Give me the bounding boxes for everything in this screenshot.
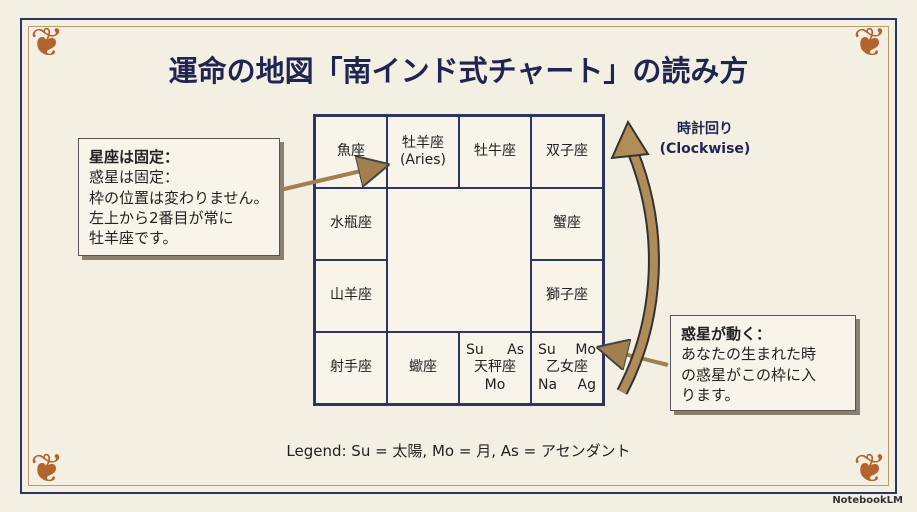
callout-line: 牡羊座です。: [89, 229, 178, 247]
notebooklm-logo: NotebookLM: [832, 495, 903, 506]
callout-heading: 星座は固定：: [89, 148, 180, 166]
clockwise-jp: 時計回り: [677, 121, 733, 137]
planet-su: Su: [538, 341, 556, 358]
legend: Legend: Su = 太陽, Mo = 月, As = アセンダント: [286, 442, 631, 460]
cell-scorpio: 蠍座: [387, 332, 459, 404]
callout-line: 枠の位置は変わりません。: [89, 188, 269, 207]
callout-line: ります。: [681, 385, 740, 404]
cell-leo: 獅子座: [531, 260, 603, 332]
cell-libra: Su As 天秤座 Mo: [459, 332, 531, 404]
planet-na: Na: [538, 376, 558, 393]
callout-heading: 惑星が動く：: [681, 325, 772, 343]
callout-line: あなたの生まれた時: [681, 345, 817, 364]
corner-ornament-icon: ❦: [30, 446, 64, 492]
clockwise-label: 時計回り (Clockwise): [650, 120, 760, 159]
planet-mo: Mo: [575, 341, 596, 358]
aries-en-label: (Aries): [399, 152, 447, 168]
planets-move-callout: 惑星が動く： あなたの生まれた時 の惑星がこの枠に入 ります。: [670, 315, 856, 411]
cell-aries: 牡羊座(Aries): [387, 116, 459, 188]
cell-cancer: 蟹座: [531, 188, 603, 260]
chart-center: [387, 188, 531, 332]
cell-virgo: Su Mo 乙女座 Na Ag: [531, 332, 603, 404]
inner-frame: [28, 26, 889, 486]
callout-line: の惑星がこの枠に入: [681, 365, 817, 384]
corner-ornament-icon: ❦: [853, 20, 887, 66]
planet-as: As: [507, 341, 524, 358]
fixed-signs-callout: 星座は固定： 惑星は固定： 枠の位置は変わりません。 左上から2番目が常に 牡羊…: [78, 138, 280, 256]
planet-mo: Mo: [484, 376, 506, 393]
cell-gemini: 双子座: [531, 116, 603, 188]
planet-su: Su: [466, 341, 484, 358]
callout-line: 惑星は固定：: [89, 168, 180, 187]
corner-ornament-icon: ❦: [853, 446, 887, 492]
callout-line: 左上から2番目が常に: [89, 208, 234, 227]
south-indian-chart: 魚座 牡羊座(Aries) 牡牛座 双子座 水瓶座 蟹座 山羊座 獅子座 射手座…: [313, 114, 605, 406]
planet-ag: Ag: [577, 376, 596, 393]
cell-aquarius: 水瓶座: [315, 188, 387, 260]
libra-label: 天秤座: [474, 359, 516, 376]
aries-label: 牡羊座: [402, 134, 444, 151]
cell-taurus: 牡牛座: [459, 116, 531, 188]
virgo-label: 乙女座: [546, 359, 588, 376]
left-callout-arrow: [279, 167, 378, 192]
cell-sagittarius: 射手座: [315, 332, 387, 404]
clockwise-en: (Clockwise): [659, 140, 751, 157]
clockwise-arrowhead-icon: [610, 119, 650, 160]
corner-ornament-icon: ❦: [30, 20, 64, 66]
page-title: 運命の地図「南インド式チャート」の読み方: [168, 54, 749, 88]
cell-capricorn: 山羊座: [315, 260, 387, 332]
outer-frame: [20, 18, 897, 494]
